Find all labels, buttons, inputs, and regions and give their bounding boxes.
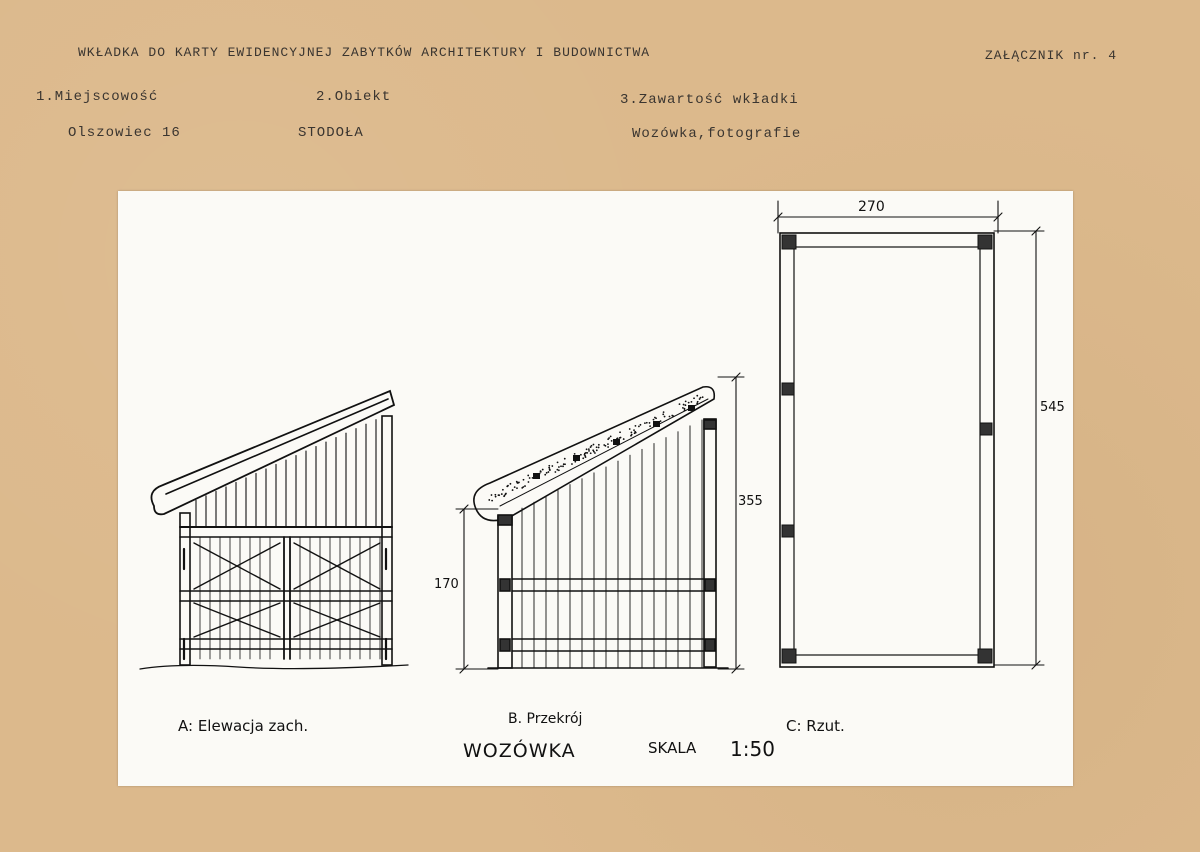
- section-view: [455, 372, 745, 674]
- contents-value: Wozówka,fotografie: [632, 126, 802, 142]
- caption-section: B. Przekrój: [508, 711, 582, 727]
- contents-label: 3.Zawartość wkładki: [620, 92, 799, 108]
- document-title: WKŁADKA DO KARTY EWIDENCYJNEJ ZABYTKÓW A…: [78, 45, 651, 60]
- object-label: 2.Obiekt: [316, 89, 392, 105]
- scale-label: SKALA: [648, 739, 697, 757]
- object-value: STODOŁA: [298, 125, 364, 141]
- dim-width: 270: [858, 199, 885, 215]
- drawing-sheet: 170 355 270 545 A: Elewacja zach. B. Prz…: [118, 191, 1073, 786]
- caption-elevation: A: Elewacja zach.: [178, 717, 308, 735]
- place-label: 1.Miejscowość: [36, 89, 159, 105]
- dim-wall-height: 170: [434, 577, 459, 592]
- elevation-view: [139, 389, 409, 670]
- attachment-number: ZAŁĄCZNIK nr. 4: [985, 48, 1118, 63]
- dim-total-height: 355: [738, 494, 763, 509]
- plan-view: [773, 200, 1045, 670]
- place-value: Olszowiec 16: [68, 125, 181, 141]
- drawing-title: WOZÓWKA: [463, 738, 576, 762]
- architectural-drawing: 170 355 270 545 A: Elewacja zach. B. Prz…: [139, 199, 1065, 762]
- caption-plan: C: Rzut.: [786, 717, 845, 735]
- scale-value: 1:50: [730, 737, 775, 761]
- dim-length: 545: [1040, 400, 1065, 415]
